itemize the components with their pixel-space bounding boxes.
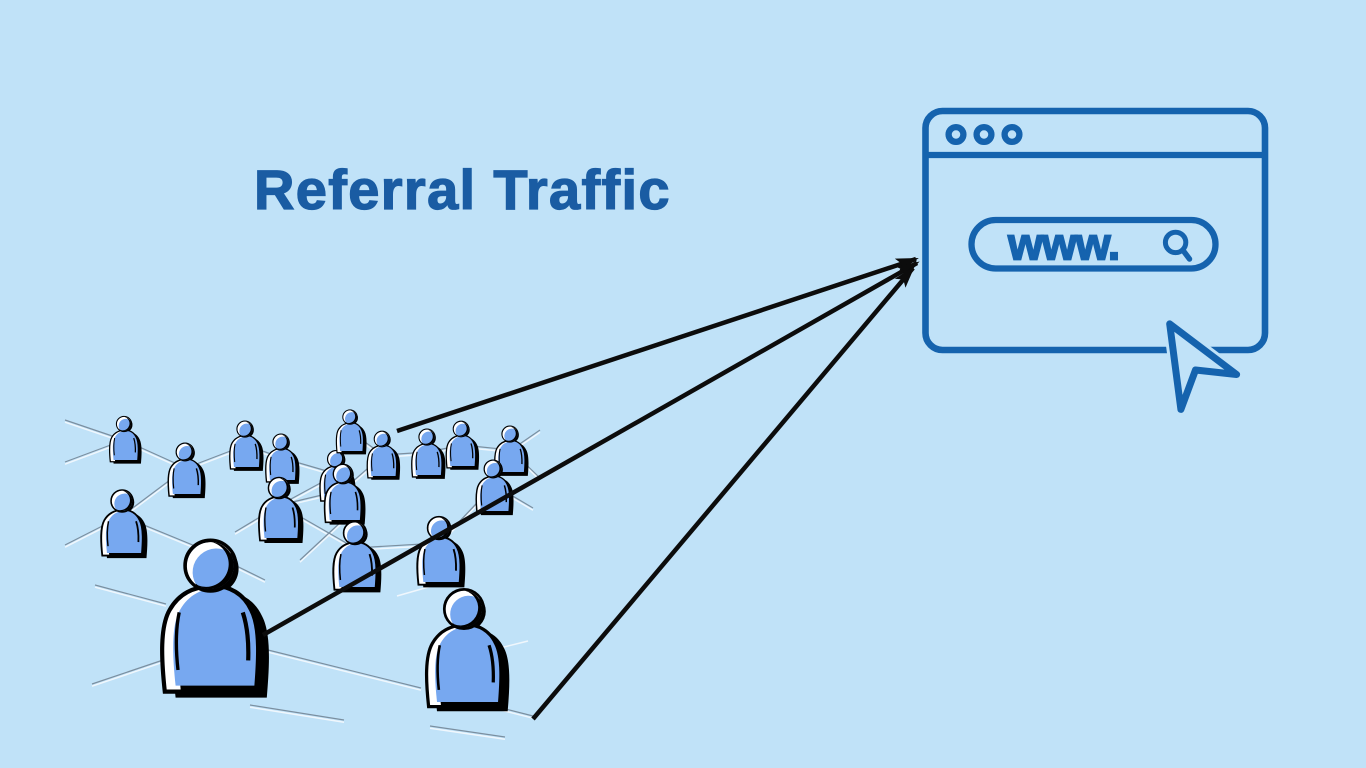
svg-text:www.: www. (1007, 219, 1119, 270)
svg-text:Referral Traffic: Referral Traffic (254, 158, 671, 221)
